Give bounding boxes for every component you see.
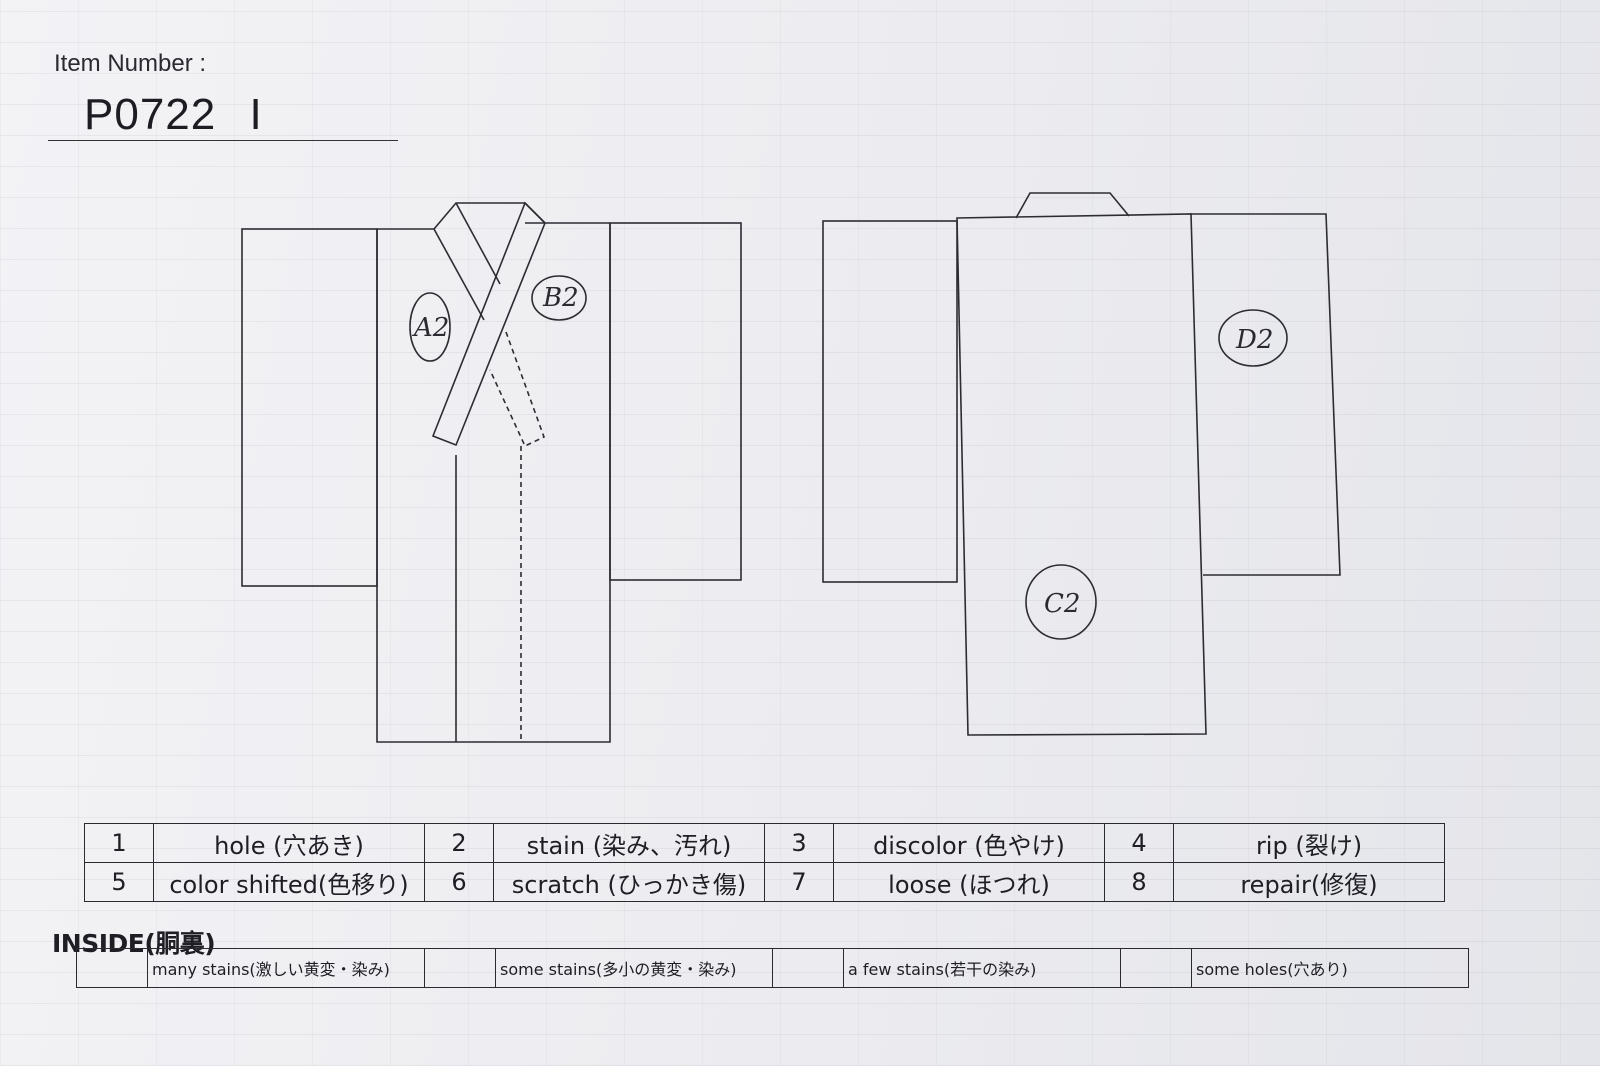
item-number-value: P0722 I (84, 90, 263, 139)
legend-label: repair(修復) (1173, 862, 1445, 902)
legend-label: loose (ほつれ) (833, 862, 1105, 902)
inside-checkbox-cell[interactable] (76, 948, 148, 988)
inside-option-label: some stains(多小の黄変・染み) (495, 948, 773, 988)
legend-label: stain (染み、汚れ) (493, 823, 765, 863)
inside-checkbox-cell[interactable] (1120, 948, 1192, 988)
front-right-sleeve (609, 222, 742, 581)
mark-circle-c2 (1025, 564, 1097, 640)
legend-label: hole (穴あき) (153, 823, 425, 863)
legend-label: discolor (色やけ) (833, 823, 1105, 863)
inside-option-label: some holes(穴あり) (1191, 948, 1469, 988)
back-collar (1015, 192, 1130, 219)
legend-code: 5 (84, 862, 154, 902)
collar-right-band (431, 201, 546, 447)
legend-row: 1 hole (穴あき) 2 stain (染み、汚れ) 3 discolor … (84, 823, 1445, 863)
damage-legend-table: 1 hole (穴あき) 2 stain (染み、汚れ) 3 discolor … (84, 823, 1445, 902)
inside-condition-table: many stains(激しい黄変・染み) some stains(多小の黄変・… (76, 948, 1469, 988)
mark-a2: A2 (412, 313, 449, 343)
item-number-label: Item Number : (54, 50, 207, 77)
mark-b2: B2 (542, 283, 579, 313)
legend-row: 5 color shifted(色移り) 6 scratch (ひっかき傷) 7… (84, 862, 1445, 902)
legend-code: 1 (84, 823, 154, 863)
legend-code: 2 (424, 823, 494, 863)
item-number-underline (48, 140, 398, 141)
inside-checkbox-cell[interactable] (424, 948, 496, 988)
back-left-sleeve (822, 220, 958, 583)
legend-code: 6 (424, 862, 494, 902)
mark-circle-d2 (1218, 309, 1288, 367)
underlap-dashed (489, 331, 545, 742)
back-body (956, 213, 1207, 736)
legend-label: rip (裂け) (1173, 823, 1445, 863)
legend-code: 3 (764, 823, 834, 863)
front-left-sleeve (241, 228, 378, 587)
legend-code: 8 (1104, 862, 1174, 902)
legend-label: scratch (ひっかき傷) (493, 862, 765, 902)
mark-c2: C2 (1044, 589, 1080, 619)
collar-left-band (433, 202, 501, 321)
mark-d2: D2 (1235, 325, 1273, 355)
mark-circle-a2 (409, 292, 451, 362)
inside-checkbox-cell[interactable] (772, 948, 844, 988)
legend-label: color shifted(色移り) (153, 862, 425, 902)
kimono-front-view (241, 201, 742, 743)
legend-code: 7 (764, 862, 834, 902)
inside-option-label: a few stains(若干の染み) (843, 948, 1121, 988)
inside-option-label: many stains(激しい黄変・染み) (147, 948, 425, 988)
kimono-back-view (822, 192, 1341, 736)
front-body (376, 222, 611, 743)
inside-row: many stains(激しい黄変・染み) some stains(多小の黄変・… (76, 948, 1469, 988)
legend-code: 4 (1104, 823, 1174, 863)
back-right-sleeve (1191, 213, 1341, 576)
mark-circle-b2 (531, 275, 587, 321)
